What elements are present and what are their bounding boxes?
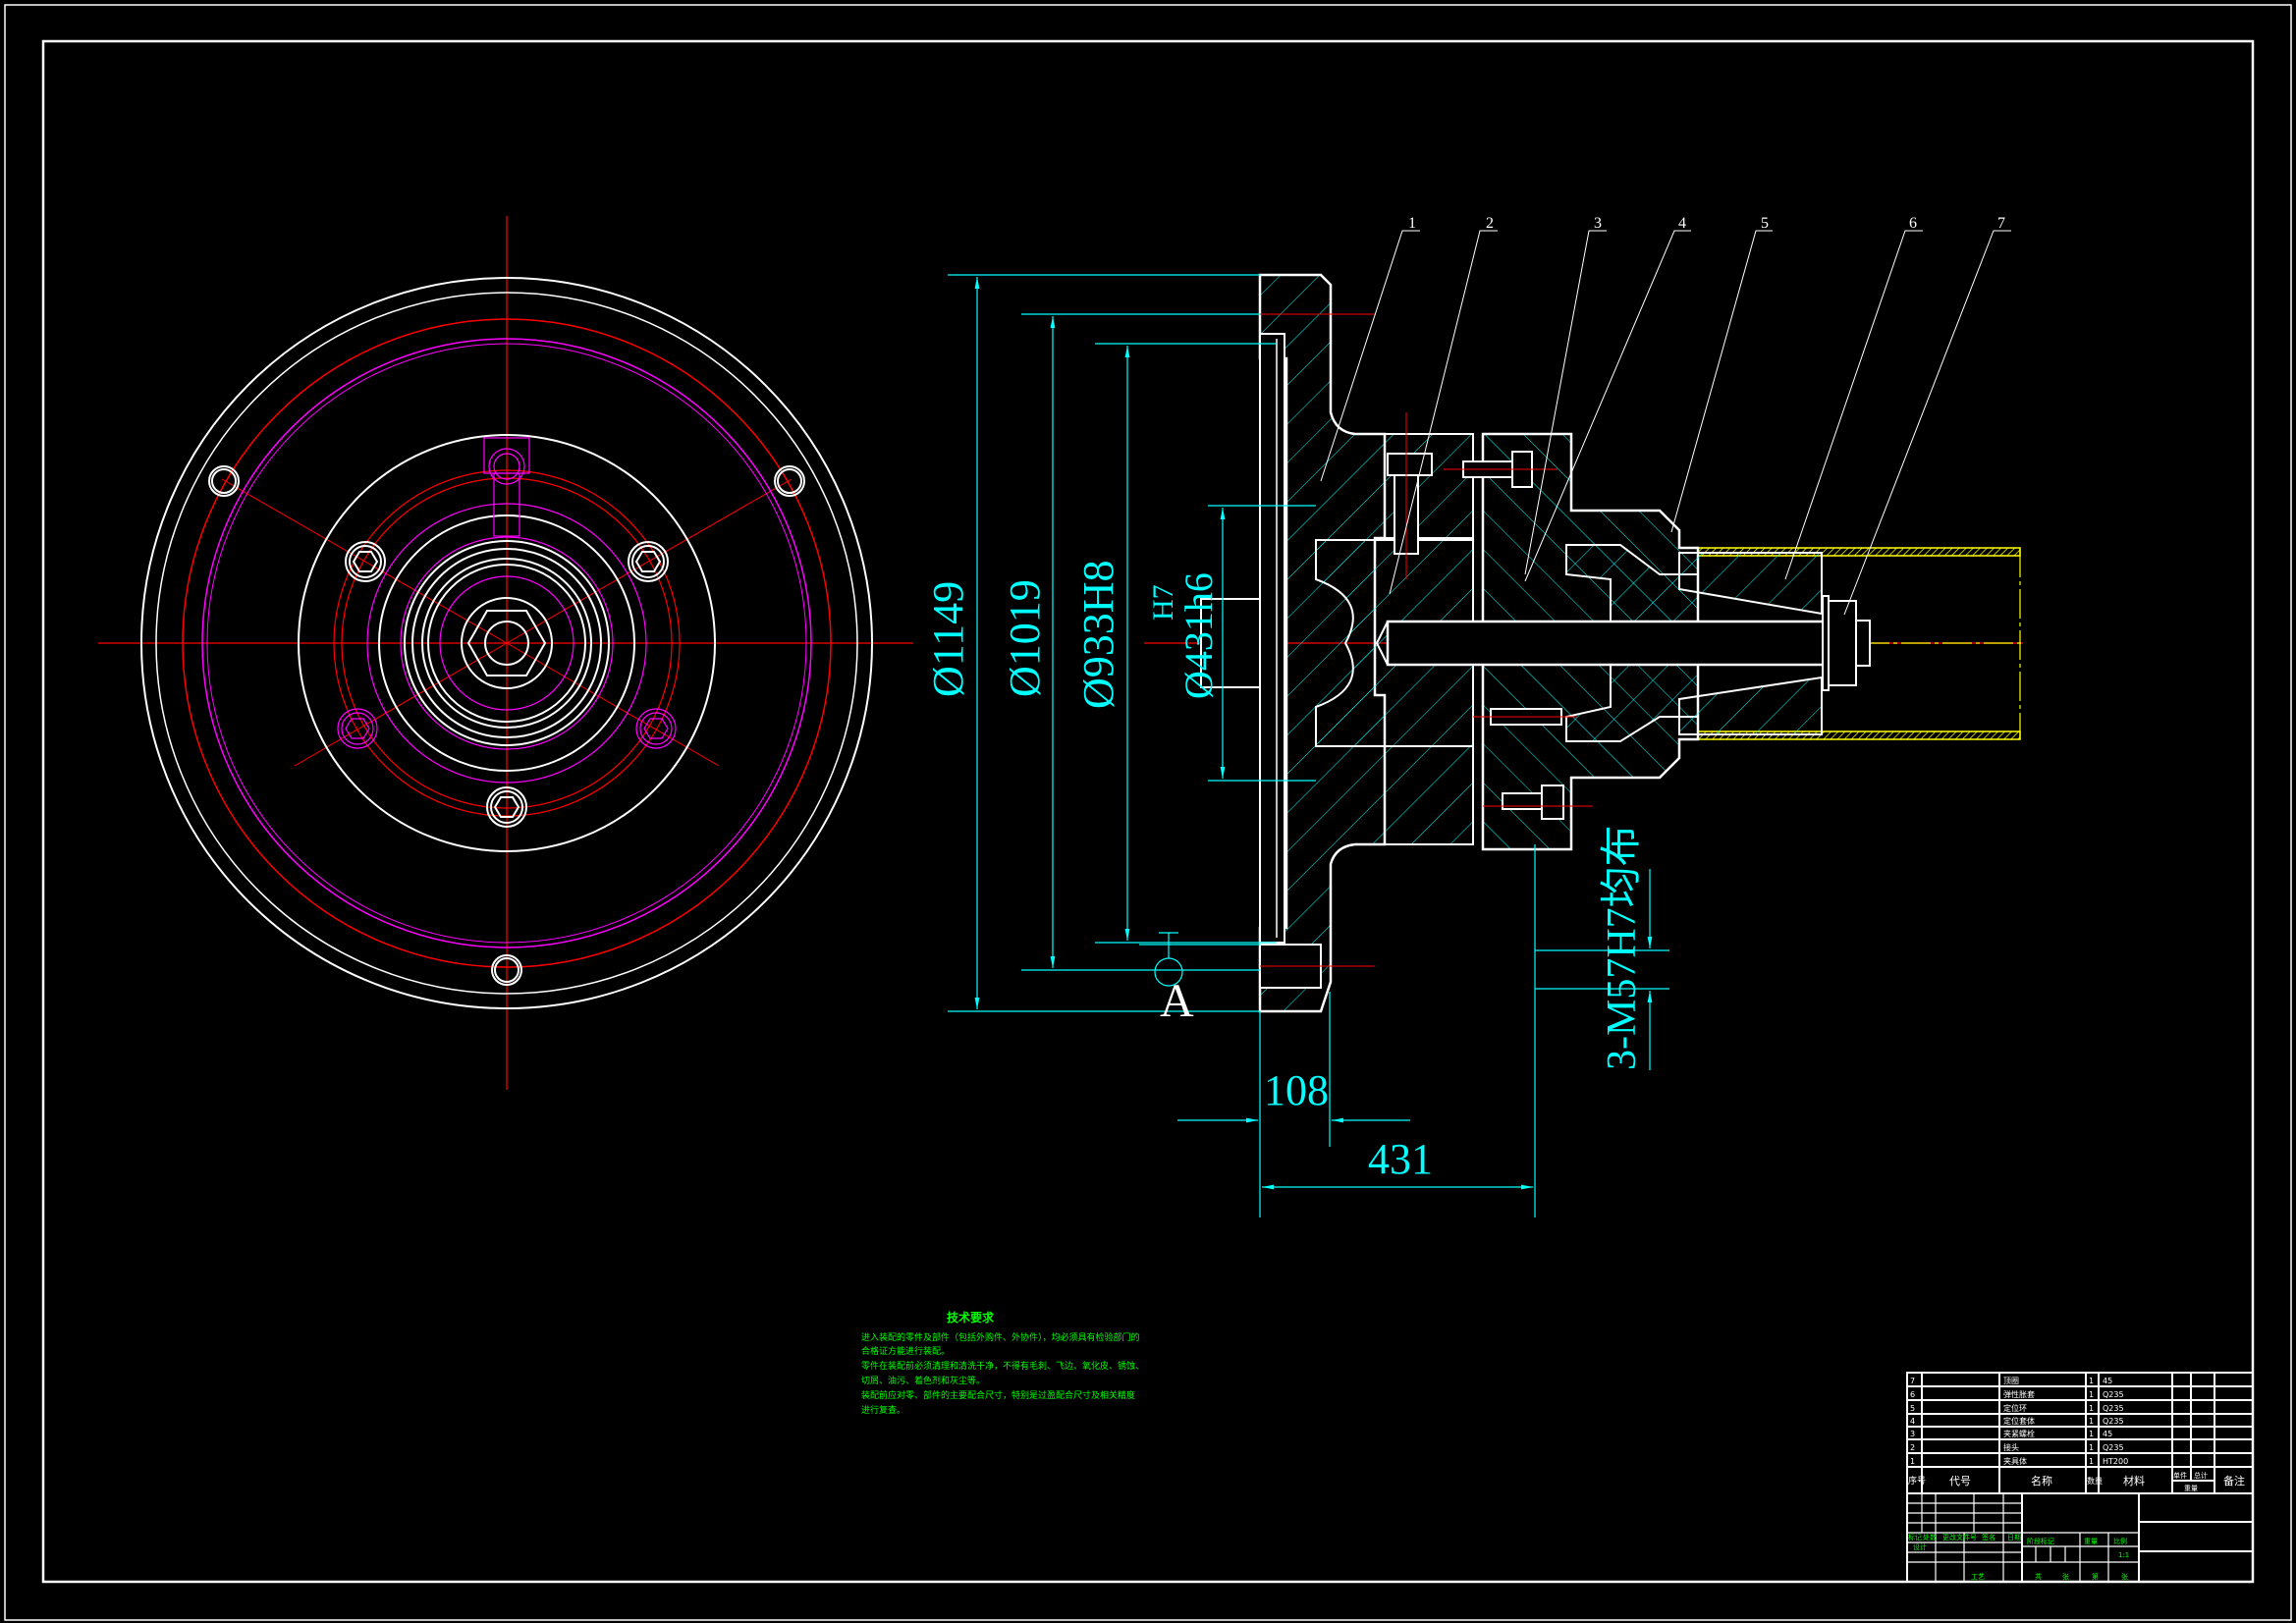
svg-text:HT200: HT200 — [2103, 1457, 2128, 1466]
svg-text:总计: 总计 — [2194, 1471, 2208, 1480]
svg-text:材料: 材料 — [2123, 1474, 2145, 1488]
svg-text:共: 共 — [2035, 1572, 2042, 1581]
svg-text:1: 1 — [1910, 1457, 1915, 1466]
svg-text:1: 1 — [2089, 1417, 2094, 1426]
parts-row-5: 5 定位环 1 Q235 — [1910, 1403, 2124, 1413]
svg-text:1: 1 — [2089, 1377, 2094, 1385]
parts-list-header: 序号 代号 名称 数量 材料 单件 总计 重量 备注 — [1908, 1471, 2245, 1492]
dim-108: 108 — [1264, 1066, 1329, 1114]
svg-text:张: 张 — [2121, 1572, 2128, 1581]
dim-fit-h7: H7 — [1147, 584, 1179, 621]
svg-text:1: 1 — [2089, 1430, 2094, 1438]
tech-requirement-line: 切屑、油污、着色剂和灰尘等。 — [861, 1377, 986, 1386]
svg-text:重量: 重量 — [2084, 1538, 2098, 1545]
svg-text:备注: 备注 — [2223, 1474, 2245, 1488]
tech-requirement-line: 进行复查。 — [861, 1406, 906, 1416]
end-view — [98, 216, 913, 1090]
svg-text:阶段标记: 阶段标记 — [2027, 1537, 2054, 1545]
dim-d1019: Ø1019 — [1001, 579, 1049, 697]
flange-outer — [140, 277, 873, 1009]
svg-text:3: 3 — [1910, 1430, 1915, 1438]
balloon-1: 1 — [1408, 215, 1416, 232]
tech-requirements-title: 技术要求 — [947, 1311, 995, 1325]
svg-text:更改文件号: 更改文件号 — [1942, 1533, 1977, 1542]
svg-text:接头: 接头 — [2003, 1442, 2019, 1452]
svg-text:Q235: Q235 — [2103, 1390, 2124, 1399]
balloon-3: 3 — [1594, 215, 1602, 232]
svg-text:定位环: 定位环 — [2003, 1403, 2027, 1413]
balloon-4: 4 — [1678, 215, 1686, 232]
svg-text:弹性胀套: 弹性胀套 — [2003, 1389, 2035, 1399]
parts-row-2: 2 接头 1 Q235 — [1910, 1442, 2124, 1452]
dim-d1149: Ø1149 — [924, 581, 972, 697]
svg-text:工艺: 工艺 — [1971, 1573, 1985, 1581]
svg-text:比例: 比例 — [2113, 1537, 2127, 1545]
svg-text:代号: 代号 — [1949, 1475, 1971, 1488]
parts-row-7: 7 顶圈 1 45 — [1910, 1377, 2112, 1385]
parts-row-6: 6 弹性胀套 1 Q235 — [1910, 1389, 2124, 1399]
svg-text:数量: 数量 — [2087, 1476, 2103, 1486]
svg-text:夹紧螺栓: 夹紧螺栓 — [2003, 1429, 2035, 1438]
dim-d933h8: Ø933H8 — [1074, 560, 1122, 709]
svg-text:序号: 序号 — [1908, 1475, 1926, 1487]
svg-text:夹具体: 夹具体 — [2003, 1456, 2027, 1466]
parts-row-4: 4 定位套体 1 Q235 — [1910, 1416, 2124, 1426]
inner-border — [41, 39, 2255, 1584]
outer-border — [4, 4, 2292, 1621]
title-block — [1906, 1372, 2254, 1583]
datum-label: A — [1160, 975, 1194, 1027]
svg-text:7: 7 — [1910, 1377, 1915, 1385]
svg-text:第: 第 — [2092, 1572, 2099, 1581]
parts-row-1: 1 夹具体 1 HT200 — [1910, 1456, 2128, 1466]
svg-text:1: 1 — [2089, 1443, 2094, 1452]
tech-requirement-line: 零件在装配前必须清理和清洗干净，不得有毛刺、飞边、氧化皮、锈蚀、 — [861, 1362, 1145, 1372]
balloon-7: 7 — [1997, 215, 2005, 232]
parts-row-3: 3 夹紧螺栓 1 45 — [1910, 1429, 2112, 1438]
tech-requirement-line: 进入装配的零件及部件（包括外购件、外协件），均必须具有检验部门的 — [861, 1333, 1140, 1343]
svg-text:Q235: Q235 — [2103, 1417, 2124, 1426]
svg-text:设计: 设计 — [1913, 1542, 1927, 1551]
top-ring-nut — [1826, 600, 1857, 686]
svg-text:1:1: 1:1 — [2118, 1551, 2129, 1559]
balloon-leaders — [1320, 230, 2011, 616]
svg-text:1: 1 — [2089, 1457, 2094, 1466]
balloon-6: 6 — [1909, 215, 1917, 232]
svg-text:标记: 标记 — [1908, 1533, 1922, 1542]
svg-text:顶圈: 顶圈 — [2003, 1377, 2019, 1385]
flange-holes — [208, 465, 805, 986]
balloon-5: 5 — [1761, 215, 1769, 232]
expanding-sleeve — [1678, 552, 1823, 616]
svg-text:名称: 名称 — [2031, 1474, 2052, 1488]
svg-text:1: 1 — [2089, 1404, 2094, 1413]
svg-text:签名: 签名 — [1982, 1533, 1995, 1542]
svg-text:45: 45 — [2103, 1377, 2112, 1385]
clamping-bolt — [1386, 620, 1827, 667]
dim-d431h6: Ø431h6 — [1176, 572, 1221, 699]
tech-requirement-line: 合格证方能进行装配。 — [861, 1347, 951, 1357]
svg-text:重量: 重量 — [2184, 1485, 2198, 1492]
svg-text:5: 5 — [1910, 1404, 1915, 1413]
socket-screws — [345, 541, 669, 828]
tech-requirement-line: 装配前应对零、部件的主要配合尺寸，特别是过盈配合尺寸及相关精度 — [861, 1391, 1136, 1401]
balloon-2: 2 — [1486, 215, 1494, 232]
svg-text:定位套体: 定位套体 — [2003, 1416, 2035, 1426]
section-view: 1 2 3 4 5 6 7 — [1144, 215, 2023, 1013]
svg-text:日期: 日期 — [2007, 1534, 2021, 1542]
svg-text:处数: 处数 — [1923, 1533, 1937, 1542]
svg-text:4: 4 — [1910, 1417, 1915, 1426]
dimensions — [948, 274, 1669, 1217]
svg-text:1: 1 — [2089, 1390, 2094, 1399]
title-block-fields: 标记 处数 更改文件号 签名 日期 设计 工艺 阶段标记 重量 比例 1:1 共… — [1908, 1533, 2129, 1581]
dim-thread: 3-M57H7均布 — [1600, 825, 1645, 1070]
svg-text:张: 张 — [2062, 1572, 2069, 1581]
svg-text:45: 45 — [2103, 1430, 2112, 1438]
dim-431: 431 — [1368, 1135, 1433, 1183]
svg-text:单件: 单件 — [2173, 1471, 2187, 1480]
svg-text:Q235: Q235 — [2103, 1443, 2124, 1452]
svg-text:6: 6 — [1910, 1390, 1915, 1399]
svg-text:2: 2 — [1910, 1443, 1915, 1452]
svg-text:Q235: Q235 — [2103, 1404, 2124, 1413]
